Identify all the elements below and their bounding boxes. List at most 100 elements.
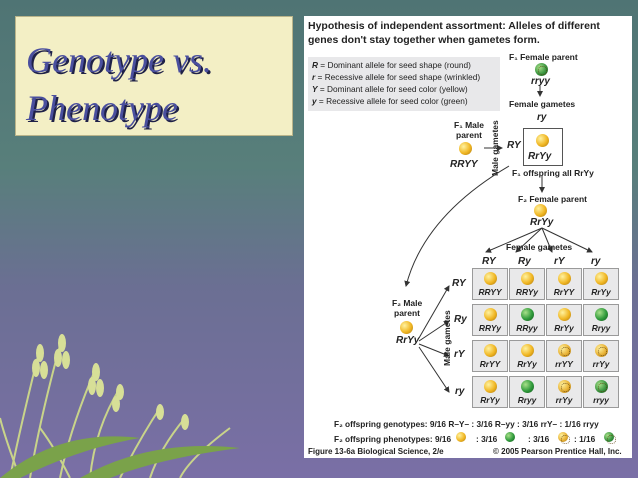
f1-offspring-label: F₁ offspring all RrYy — [512, 168, 594, 178]
punnett-cell: rryy — [583, 376, 619, 408]
pea-icon — [521, 308, 534, 321]
slide-title-line2: Phenotype — [26, 88, 178, 128]
pea-icon — [521, 272, 534, 285]
yellow-round-pea-icon — [459, 142, 472, 155]
cell-genotype: RrYY — [553, 287, 575, 297]
female-gamete: RY — [482, 256, 496, 267]
f2-female-genotype: RrYy — [530, 217, 554, 228]
figure-caption: Figure 13-6a Biological Science, 2/e — [308, 447, 444, 456]
cell-genotype: RrYy — [480, 395, 500, 405]
cell-genotype: RRYy — [515, 287, 539, 297]
legend-item: r = Recessive allele for seed shape (wri… — [312, 72, 481, 82]
pea-icon — [595, 344, 608, 357]
pea-icon — [484, 380, 497, 393]
slide-title-box: Genotype vs. Phenotype — [15, 16, 293, 136]
f2-male-parent-label-2: parent — [394, 308, 420, 318]
hypothesis-line1: Hypothesis of independent assortment: Al… — [308, 20, 600, 32]
punnett-cell: RRYy — [472, 304, 508, 336]
male-gamete: Ry — [454, 314, 467, 325]
punnett-cell: RrYy — [583, 268, 619, 300]
pea-icon — [484, 272, 497, 285]
f2-male-parent-label-1: F₂ Male — [392, 298, 423, 308]
pea-icon — [558, 344, 571, 357]
green-wrinkled-pea-icon — [604, 432, 616, 444]
punnett-cell: RrYY — [472, 340, 508, 372]
punnett-cell: RrYY — [546, 268, 582, 300]
cell-genotype: RRYY — [478, 287, 502, 297]
cell-genotype: RrYy — [517, 359, 537, 369]
punnett-cell: RRYY — [472, 268, 508, 300]
cell-genotype: RrYY — [479, 359, 501, 369]
cell-genotype: rrYy — [592, 359, 610, 369]
f1-male-genotype: RRYY — [450, 159, 478, 170]
f2-phenotype-label: F₂ offspring phenotypes: 9/16 — [334, 434, 452, 444]
punnett-cell: RrYy — [472, 376, 508, 408]
legend-item: R = Dominant allele for seed shape (roun… — [312, 60, 471, 70]
phenotype-ratio: : 1/16 — [574, 434, 596, 444]
cell-genotype: RRyy — [516, 323, 538, 333]
pea-icon — [521, 380, 534, 393]
pea-icon — [484, 344, 497, 357]
female-gamete: rY — [554, 256, 565, 267]
f2-male-genotype: RrYy — [396, 335, 420, 346]
allele-legend: R = Dominant allele for seed shape (roun… — [308, 57, 500, 111]
f2-genotype-ratios: F₂ offspring genotypes: 9/16 R–Y– : 3/16… — [334, 419, 599, 429]
wheat-grass-decoration — [0, 334, 240, 478]
male-gamete-f1: RY — [507, 140, 521, 151]
pea-icon — [558, 380, 571, 393]
hypothesis-line2: genes don't stay together when gametes f… — [308, 34, 540, 46]
yellow-wrinkled-pea-icon — [558, 432, 570, 444]
female-gamete: ry — [591, 256, 601, 267]
cell-genotype: rryy — [593, 395, 609, 405]
green-wrinkled-pea-icon — [535, 63, 548, 76]
punnett-cell: Rryy — [583, 304, 619, 336]
male-gamete: rY — [454, 349, 465, 360]
yellow-round-pea-icon — [536, 134, 549, 147]
f1-female-parent-label: F₁ Female parent — [509, 52, 578, 62]
male-gametes-label-2: Male gametes — [442, 310, 452, 366]
yellow-round-pea-icon — [534, 204, 547, 217]
punnett-cell: RRYy — [509, 268, 545, 300]
pea-icon — [558, 272, 571, 285]
pea-icon — [595, 380, 608, 393]
pea-icon — [595, 308, 608, 321]
pea-icon — [558, 308, 571, 321]
independent-assortment-figure: Hypothesis of independent assortment: Al… — [304, 16, 632, 458]
f1-male-parent-label-1: F₁ Male — [454, 120, 484, 130]
punnett-cell: RRyy — [509, 304, 545, 336]
punnett-cell: rrYY — [546, 340, 582, 372]
cell-genotype: rrYY — [555, 359, 573, 369]
punnett-cell: rrYy — [546, 376, 582, 408]
pea-icon — [521, 344, 534, 357]
cell-genotype: Rryy — [591, 323, 611, 333]
f1-female-genotype: rryy — [531, 76, 550, 87]
punnett-cell: RrYy — [546, 304, 582, 336]
pea-icon — [595, 272, 608, 285]
cell-genotype: RrYy — [591, 287, 611, 297]
punnett-cell: rrYy — [583, 340, 619, 372]
punnett-cell: Rryy — [509, 376, 545, 408]
f2-female-parent-label: F₂ Female parent — [518, 194, 587, 204]
female-gametes-label-2: Female gametes — [506, 242, 573, 252]
female-gamete-f1: ry — [537, 112, 547, 123]
female-gametes-label: Female gametes — [509, 99, 576, 109]
yellow-round-pea-icon — [456, 432, 466, 442]
phenotype-ratio: : 3/16 — [476, 434, 498, 444]
cell-genotype: rrYy — [555, 395, 573, 405]
copyright: © 2005 Pearson Prentice Hall, Inc. — [493, 447, 622, 456]
female-gamete: Ry — [518, 256, 531, 267]
f1-male-parent-label-2: parent — [456, 130, 482, 140]
pea-icon — [484, 308, 497, 321]
cross-arrows — [404, 86, 593, 393]
legend-item: Y = Dominant allele for seed color (yell… — [312, 84, 468, 94]
cell-genotype: RRYy — [478, 323, 502, 333]
f1-cell-genotype: RrYy — [528, 151, 552, 162]
phenotype-ratio: : 3/16 — [528, 434, 550, 444]
yellow-round-pea-icon — [400, 321, 413, 334]
cell-genotype: Rryy — [517, 395, 537, 405]
male-gamete: ry — [455, 386, 465, 397]
green-round-pea-icon — [505, 432, 515, 442]
male-gamete: RY — [452, 278, 466, 289]
legend-item: y = Recessive allele for seed color (gre… — [312, 96, 468, 106]
slide-title-line1: Genotype vs. — [26, 40, 212, 80]
